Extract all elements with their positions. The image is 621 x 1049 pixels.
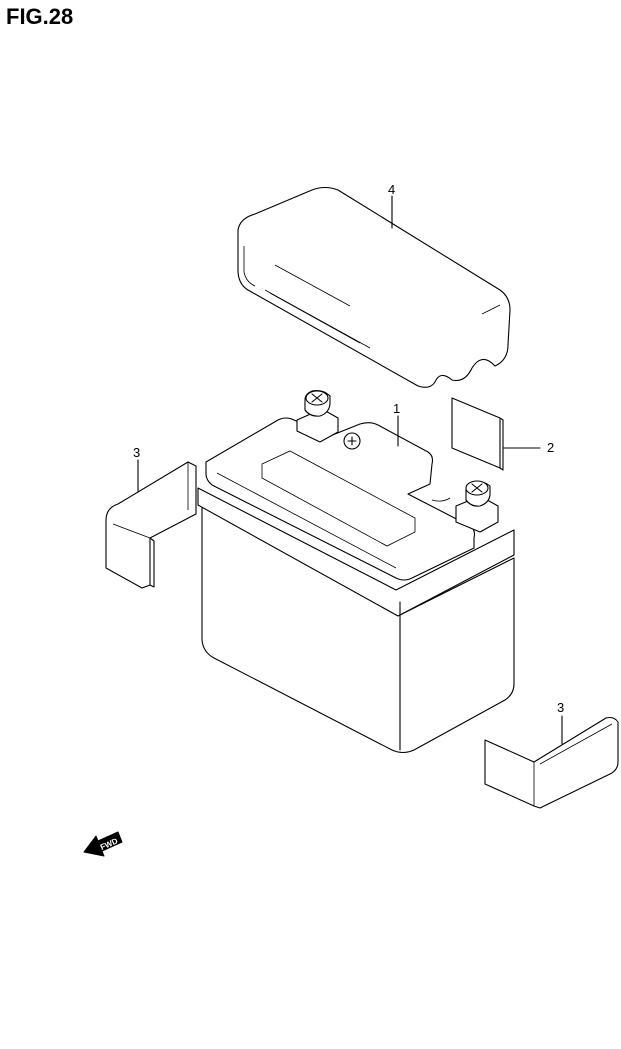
battery-part[interactable]	[197, 390, 515, 754]
battery-holder-right-part[interactable]	[484, 716, 619, 809]
callout-3-left: 3	[133, 445, 140, 460]
callout-2: 2	[547, 440, 554, 455]
battery-holder-left-part[interactable]	[105, 461, 197, 589]
callout-3-right: 3	[557, 700, 564, 715]
figure-title: FIG.28	[6, 4, 74, 29]
callout-1: 1	[393, 401, 400, 416]
fwd-label: FWD	[99, 836, 120, 852]
fwd-arrow-icon: FWD	[83, 831, 123, 857]
callout-4: 4	[388, 182, 395, 197]
battery-pad-part[interactable]	[451, 397, 504, 471]
battery-cover-part[interactable]	[237, 186, 511, 388]
